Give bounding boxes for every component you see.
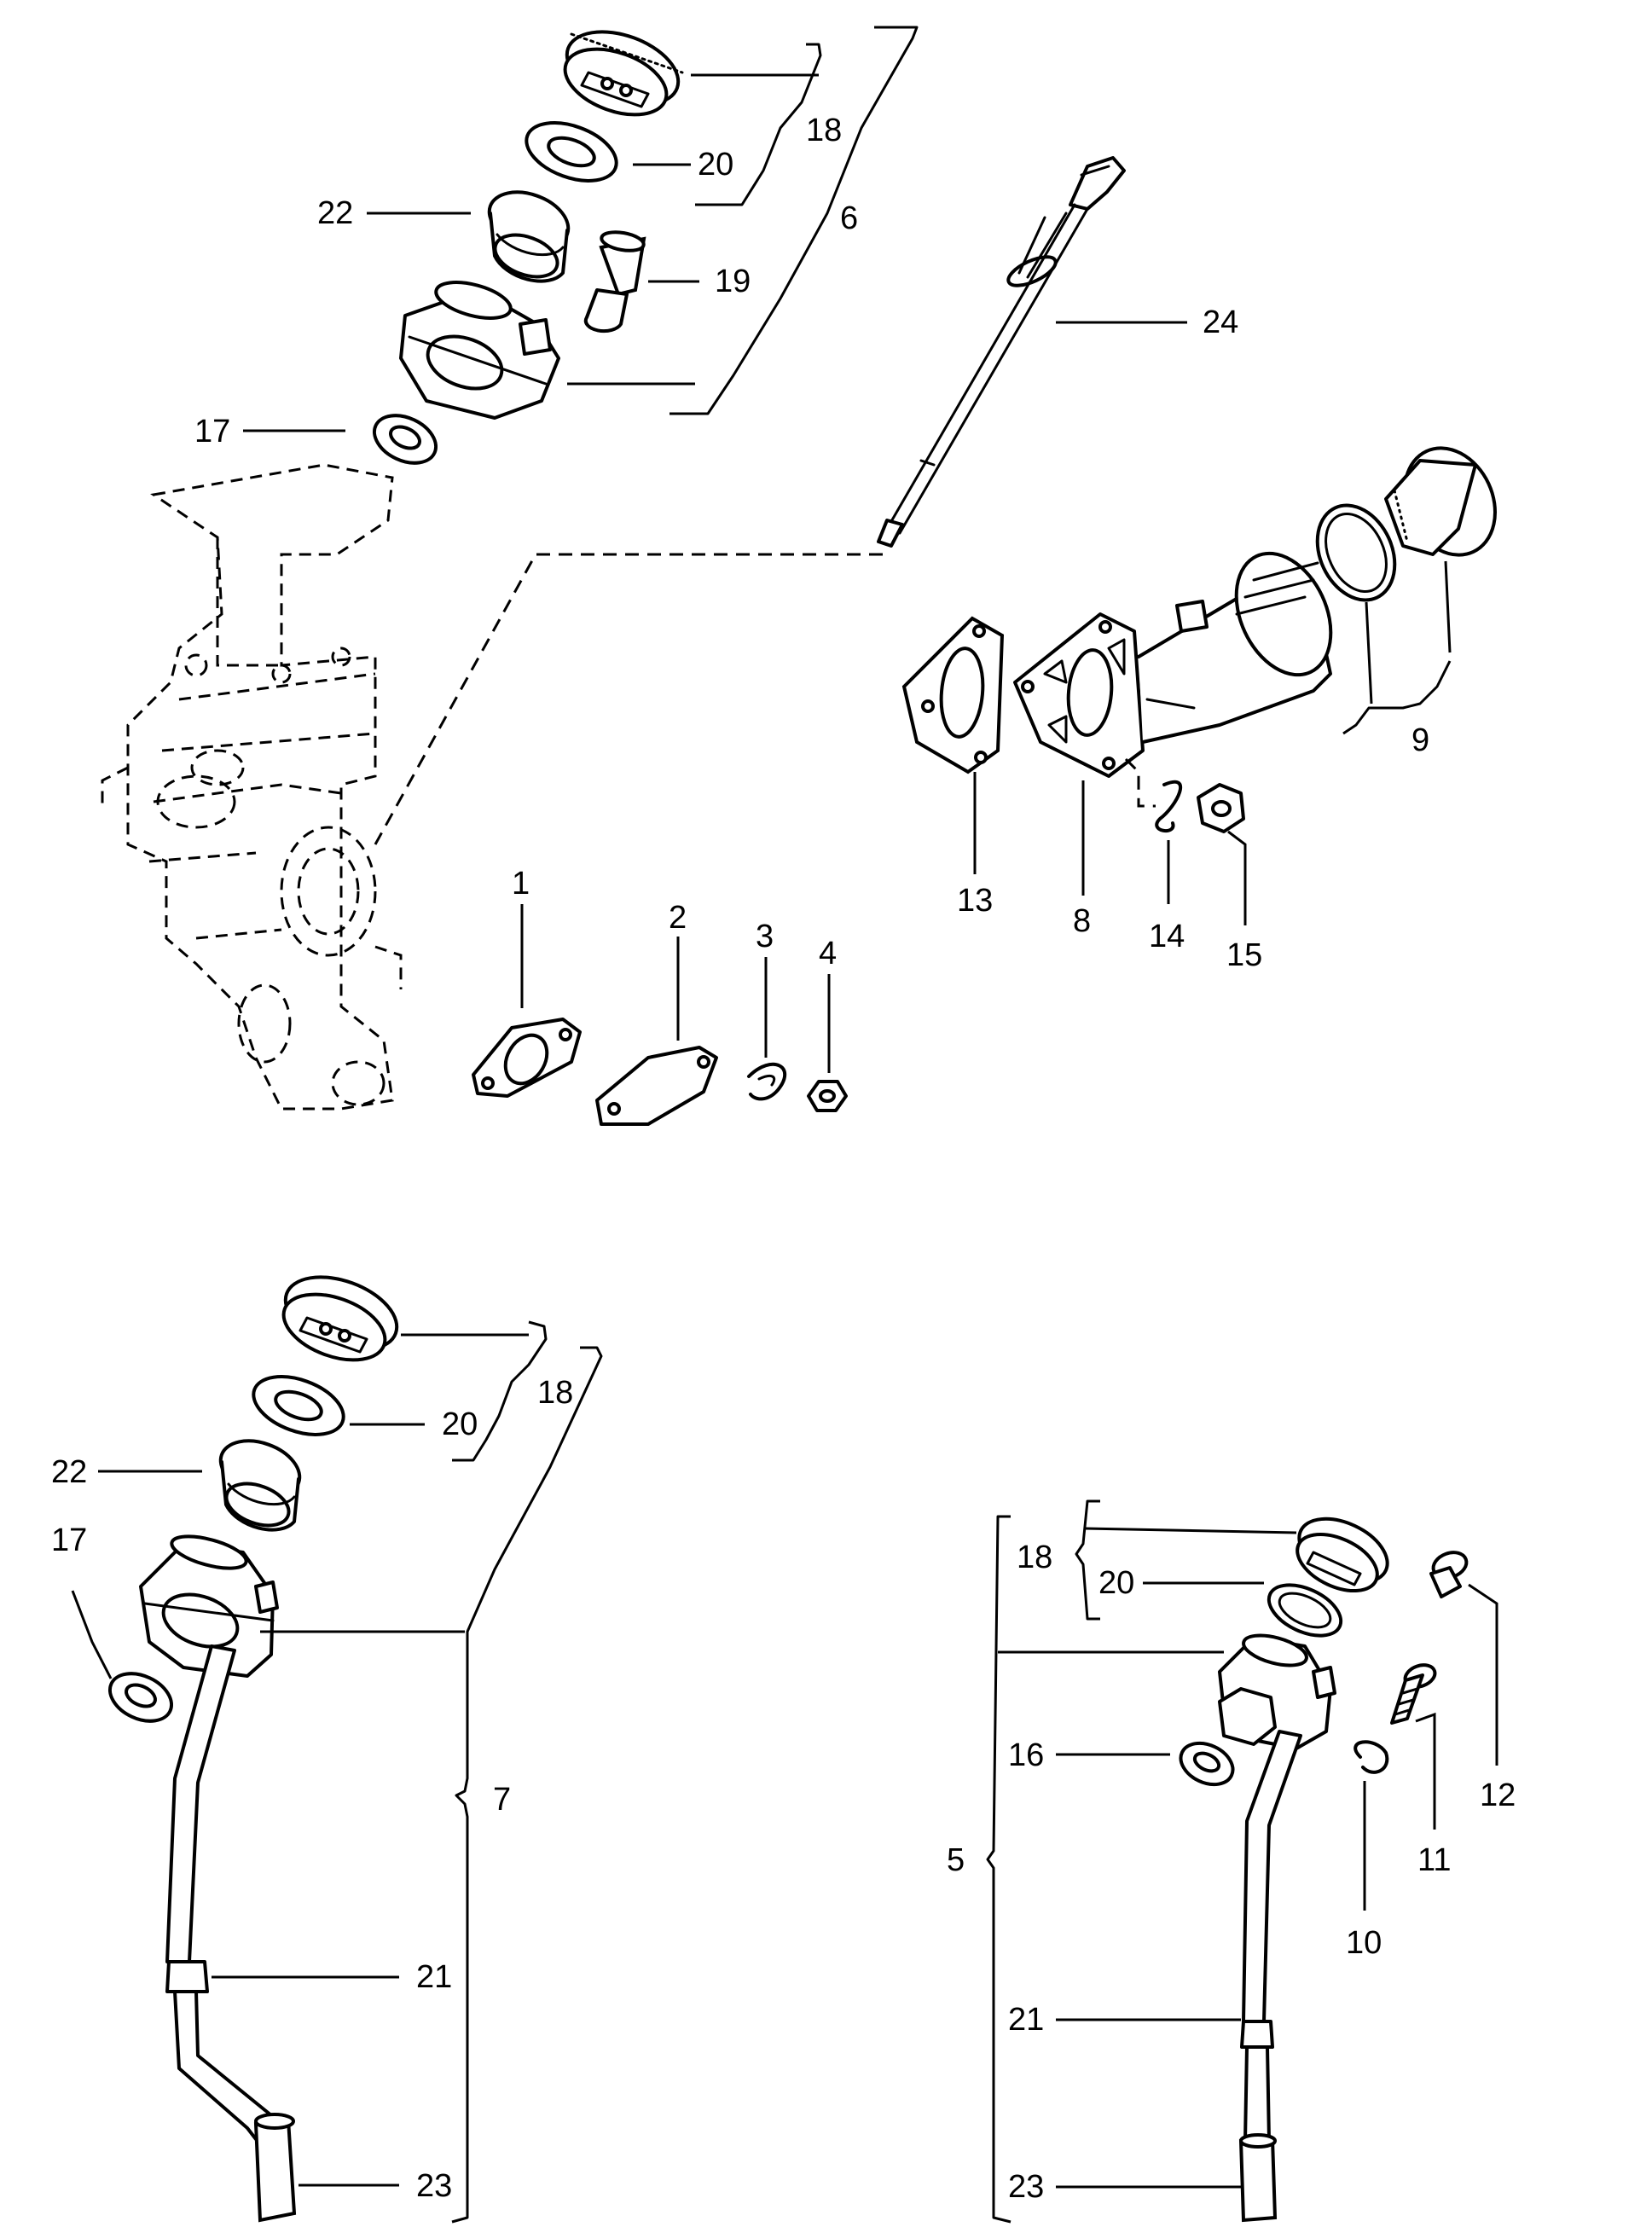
dip-tube-part-left: [165, 1644, 297, 2223]
flange-gasket-part: [901, 616, 1005, 774]
brace-9: [1342, 660, 1452, 735]
cover-plate-part-2: [595, 1046, 718, 1126]
callout-11: 11: [1417, 1842, 1451, 1878]
callout-3: 3: [756, 919, 774, 954]
callout-20-left: 20: [442, 1406, 478, 1442]
leader-9-ring: [1365, 601, 1373, 705]
callout-18-left: 18: [537, 1375, 573, 1411]
filler-flange-group: [901, 446, 1497, 833]
lower-left-assembly: [107, 1275, 399, 2223]
seal-ring-part: [525, 121, 618, 183]
callout-17-left: 17: [51, 1522, 87, 1558]
callout-2: 2: [669, 900, 687, 936]
brace-18: [695, 43, 822, 206]
dip-tube-part-right: [1238, 1730, 1302, 2223]
callout-21-right: 21: [1008, 2002, 1044, 2038]
brace-5-right: [986, 1515, 1011, 2224]
callout-20-right: 20: [1098, 1565, 1134, 1601]
small-gasket-part-1: [472, 1018, 582, 1098]
callout-5: 5: [947, 1842, 965, 1878]
hex-nut-part: [1197, 783, 1245, 833]
callout-7: 7: [493, 1782, 511, 1818]
filler-housing-part: [399, 281, 560, 420]
callout-20-top: 20: [698, 147, 733, 183]
brace-7-left: [451, 1346, 603, 2224]
small-seal-part-left: [107, 1672, 174, 1723]
callout-6: 6: [840, 200, 858, 236]
o-ring-part: [1315, 503, 1397, 602]
seal-part-left: [252, 1375, 345, 1436]
small-seal-part: [372, 414, 438, 465]
cap-part-left: [281, 1275, 399, 1362]
leader-9-cap: [1444, 560, 1452, 653]
callout-24: 24: [1203, 304, 1238, 340]
filler-cap-part: [563, 30, 684, 117]
callout-19: 19: [715, 264, 751, 299]
filler-neck-part: [1013, 551, 1333, 778]
callout-23-right: 23: [1008, 2169, 1044, 2205]
small-seal-part-right: [1179, 1741, 1235, 1787]
nut-part-4: [807, 1080, 848, 1112]
spring-clip-part: [1155, 780, 1183, 833]
bolt-part-12: [1429, 1551, 1469, 1598]
washer-part-10: [1353, 1740, 1389, 1774]
leader-15: [1227, 830, 1247, 925]
brace-18-right: [1075, 1499, 1100, 1621]
callout-18-right: 18: [1017, 1540, 1052, 1575]
leader-12: [1468, 1583, 1498, 1766]
callout-22-left: 22: [51, 1454, 87, 1490]
housing-part-right: [1218, 1633, 1336, 1750]
brace-18-left: [452, 1320, 548, 1462]
leader-17-left: [71, 1590, 113, 1679]
callout-15: 15: [1226, 937, 1262, 973]
dipstick-connector-line: [374, 553, 883, 845]
callout-21-left: 21: [416, 1959, 452, 1995]
plug-part-left: [218, 1439, 302, 1532]
callout-8: 8: [1073, 903, 1091, 939]
clip-dashed-line: [1124, 757, 1156, 808]
callout-12: 12: [1480, 1778, 1516, 1813]
housing-part-left: [139, 1534, 279, 1678]
callout-16: 16: [1008, 1737, 1044, 1773]
breather-part: [583, 230, 646, 333]
callout-4: 4: [819, 936, 837, 971]
callout-10: 10: [1346, 1925, 1382, 1961]
callout-13: 13: [957, 883, 993, 919]
leader-11: [1415, 1712, 1436, 1830]
callout-17-top: 17: [194, 414, 230, 449]
leader-18-right: [1084, 1527, 1297, 1534]
threaded-plug-part: [487, 190, 571, 283]
callout-18-top: 18: [806, 113, 842, 148]
lower-right-assembly: [1179, 1517, 1469, 2223]
engine-block-outline: [101, 463, 403, 1111]
callout-1: 1: [512, 866, 530, 902]
seal-part-right: [1267, 1583, 1343, 1638]
screw-part-11: [1390, 1663, 1437, 1725]
dipstick-part: [877, 156, 1126, 548]
top-cap-assembly: [372, 30, 684, 465]
callout-23-left: 23: [416, 2168, 452, 2204]
callout-22-top: 22: [317, 195, 353, 231]
neck-cap-part: [1384, 446, 1497, 557]
callout-14: 14: [1149, 919, 1185, 954]
callout-9: 9: [1411, 722, 1429, 758]
lock-washer-part-3: [747, 1062, 787, 1101]
brace-6: [669, 26, 919, 415]
cap-part-right: [1296, 1517, 1389, 1593]
